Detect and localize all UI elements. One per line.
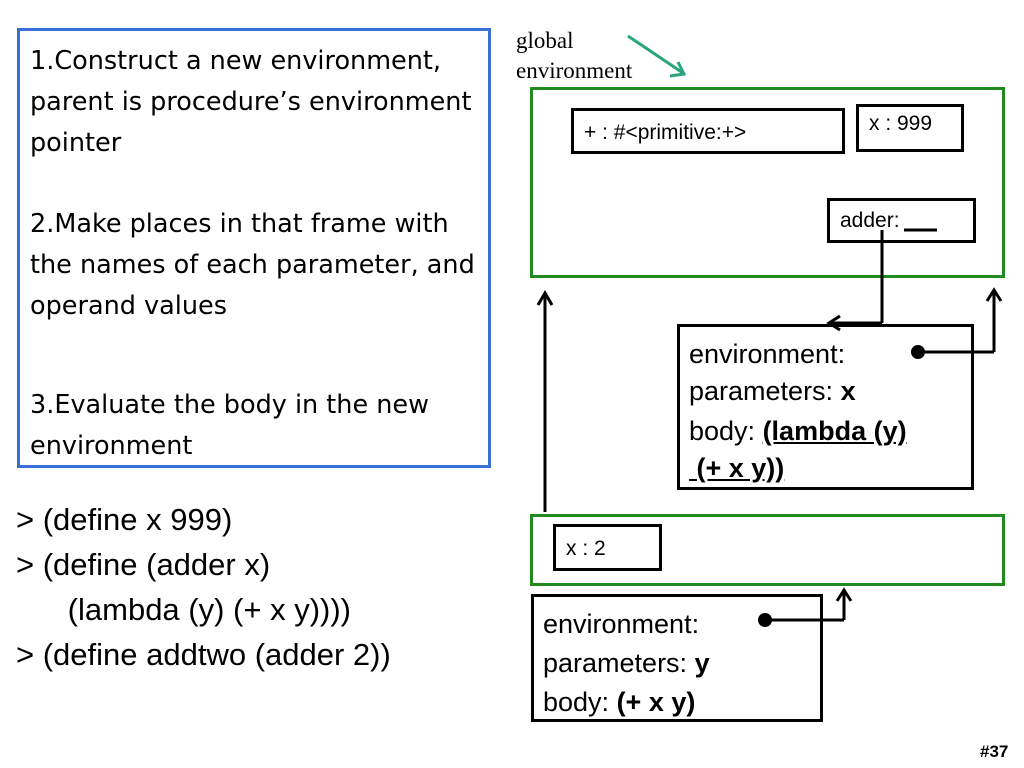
adder-env-pointer-arrow bbox=[918, 287, 1003, 354]
addtwo-body-value: (+ x y) bbox=[616, 687, 696, 717]
global-frame bbox=[530, 87, 1005, 278]
binding-x-2: x : 2 bbox=[553, 524, 662, 571]
addtwo-body-label: body: bbox=[543, 687, 617, 717]
adder-body: body: (lambda (y) bbox=[689, 416, 907, 447]
binding-adder: adder: bbox=[827, 198, 976, 243]
binding-x-999: x : 999 bbox=[856, 104, 964, 152]
adder-parameters: parameters: x bbox=[689, 376, 856, 407]
slide-number: #37 bbox=[980, 742, 1009, 761]
global-env-arrow bbox=[627, 34, 687, 78]
adder-env-dot bbox=[911, 345, 925, 359]
steps-box: 1.Construct a new environment, parent is… bbox=[17, 28, 491, 468]
global-env-label-line2: environment bbox=[516, 58, 633, 83]
addtwo-env-label: environment: bbox=[543, 609, 700, 639]
global-env-label: global environment bbox=[516, 26, 632, 86]
step-1: 1.Construct a new environment, parent is… bbox=[30, 46, 472, 158]
new-frame-parent-arrow bbox=[536, 290, 554, 512]
addtwo-procedure: environment: parameters: y body: (+ x y) bbox=[531, 594, 823, 722]
adder-env-label: environment: bbox=[689, 339, 846, 369]
addtwo-env-pointer-arrow bbox=[765, 587, 853, 622]
new-frame bbox=[530, 514, 1005, 586]
adder-parameters-value: x bbox=[840, 376, 856, 406]
code-line-2: > (define (adder x) bbox=[16, 547, 271, 582]
adder-body-label: body: bbox=[689, 416, 763, 446]
adder-parameters-label: parameters: bbox=[689, 376, 841, 406]
adder-pointer-arrow bbox=[826, 228, 937, 332]
global-env-label-line1: global bbox=[516, 28, 574, 53]
binding-plus: + : #<primitive:+> bbox=[571, 108, 845, 154]
addtwo-env-dot bbox=[758, 613, 772, 627]
addtwo-parameters: parameters: y bbox=[543, 648, 710, 679]
adder-body-value-1: (lambda (y) bbox=[762, 416, 907, 446]
addtwo-body: body: (+ x y) bbox=[543, 687, 695, 718]
step-2: 2.Make places in that frame with the nam… bbox=[30, 209, 475, 321]
adder-body-value-2: (+ x y)) bbox=[689, 453, 785, 483]
code-line-3: (lambda (y) (+ x y)))) bbox=[16, 592, 351, 627]
step-3: 3.Evaluate the body in the new environme… bbox=[30, 390, 429, 461]
addtwo-parameters-label: parameters: bbox=[543, 648, 695, 678]
code-line-4: > (define addtwo (adder 2)) bbox=[16, 637, 391, 672]
addtwo-parameters-value: y bbox=[694, 648, 710, 678]
code-line-1: > (define x 999) bbox=[16, 502, 233, 537]
